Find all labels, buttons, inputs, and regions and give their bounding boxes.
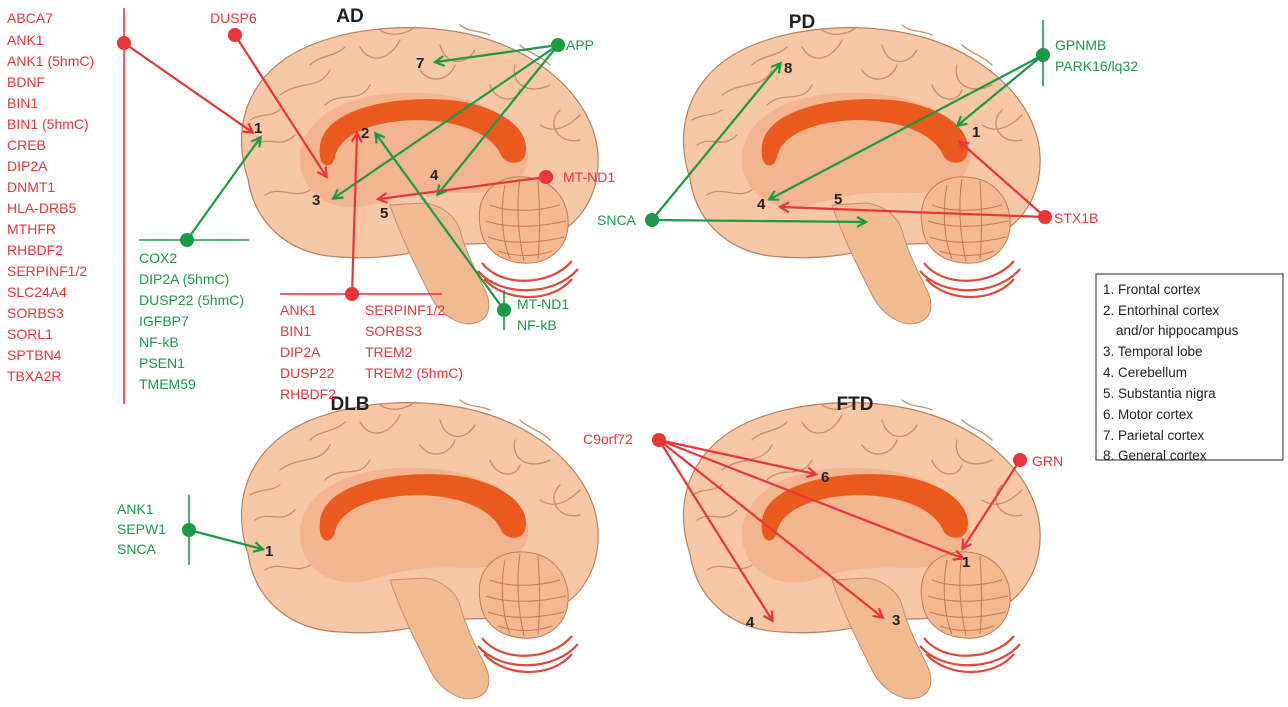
gene-label: GPNMB — [1055, 37, 1106, 53]
gene-label: DIP2A — [7, 158, 48, 174]
ad-arrow-greenlist-to-1 — [187, 138, 260, 240]
pd-title: PD — [789, 12, 815, 33]
pd-region-8: 8 — [784, 60, 792, 77]
gene-label: TBXA2R — [7, 368, 61, 384]
ad-green-gene-list: COX2 DIP2A (5hmC) DUSP22 (5hmC) IGFBP7 N… — [139, 250, 244, 392]
gene-label: ABCA7 — [7, 10, 53, 26]
legend-item: 8. General cortex — [1103, 448, 1207, 463]
pd-stx1b-label: STX1B — [1054, 210, 1098, 226]
gene-label: BIN1 — [280, 323, 311, 339]
gene-label: MTHFR — [7, 221, 56, 237]
gene-label: TREM2 — [365, 344, 413, 360]
pd-region-4: 4 — [757, 196, 766, 213]
gene-label: BDNF — [7, 74, 45, 90]
gene-label: IGFBP7 — [139, 313, 189, 329]
gene-label: PARK16/lq32 — [1055, 58, 1138, 74]
ftd-grn-label: GRN — [1032, 453, 1063, 469]
gene-label: SLC24A4 — [7, 284, 67, 300]
ad-bottom-red-list-1: ANK1 BIN1 DIP2A DUSP22 RHBDF2 — [280, 302, 336, 402]
ftd-region-3: 3 — [892, 612, 900, 629]
ftd-region-1: 1 — [962, 554, 970, 571]
gene-label: TMEM59 — [139, 376, 196, 392]
pd-brain-illustration — [683, 25, 1040, 324]
gene-label: DUSP22 (5hmC) — [139, 292, 244, 308]
ad-region-1: 1 — [254, 120, 262, 137]
gene-label: CREB — [7, 137, 46, 153]
gene-label: SERPINF1/2 — [365, 302, 445, 318]
ad-title: AD — [336, 6, 363, 27]
ad-region-3: 3 — [312, 192, 320, 209]
pd-region-5: 5 — [834, 191, 842, 208]
ad-arrow-redlist-to-1 — [124, 43, 252, 132]
gene-label: MT-ND1 — [517, 296, 569, 312]
legend-item: 1. Frontal cortex — [1103, 282, 1201, 297]
ad-red-gene-list: ABCA7 ANK1 ANK1 (5hmC) BDNF BIN1 BIN1 (5… — [7, 10, 94, 384]
gene-label: ANK1 — [117, 501, 154, 517]
legend-item: 6. Motor cortex — [1103, 407, 1193, 422]
gene-label: SORBS3 — [7, 305, 64, 321]
gene-label: ANK1 — [7, 32, 44, 48]
gene-label: RHBDF2 — [280, 386, 336, 402]
ftd-brain-illustration — [683, 400, 1040, 699]
ftd-title: FTD — [837, 394, 874, 415]
gene-label: SEPW1 — [117, 521, 166, 537]
gene-label: RHBDF2 — [7, 242, 63, 258]
ad-mtnd1-red-label: MT-ND1 — [563, 169, 615, 185]
legend-item: 4. Cerebellum — [1103, 365, 1187, 380]
legend-item: 5. Substantia nigra — [1103, 386, 1216, 401]
ftd-region-4: 4 — [746, 614, 755, 631]
ad-region-5: 5 — [380, 205, 388, 222]
pd-snca-label: SNCA — [597, 212, 637, 228]
dlb-region-1: 1 — [265, 543, 273, 560]
gene-label: HLA-DRB5 — [7, 200, 76, 216]
gene-label: SPTBN4 — [7, 347, 62, 363]
gene-label: DUSP22 — [280, 365, 335, 381]
dlb-title: DLB — [330, 394, 369, 415]
gene-label: ANK1 (5hmC) — [7, 53, 94, 69]
ad-app-label: APP — [566, 37, 594, 53]
gene-label: PSEN1 — [139, 355, 185, 371]
legend-item: 7. Parietal cortex — [1103, 428, 1205, 443]
gene-label: TREM2 (5hmC) — [365, 365, 463, 381]
gene-label: COX2 — [139, 250, 177, 266]
ftd-c9orf72-label: C9orf72 — [583, 431, 633, 447]
legend-item: 2. Entorhinal cortex — [1103, 303, 1220, 318]
gene-label: SNCA — [117, 541, 157, 557]
legend-item: and/or hippocampus — [1116, 323, 1239, 338]
ad-region-2: 2 — [361, 125, 369, 142]
gene-label: DNMT1 — [7, 179, 55, 195]
gene-label: BIN1 (5hmC) — [7, 116, 89, 132]
ad-region-4: 4 — [430, 167, 439, 184]
gene-label: DIP2A — [280, 344, 321, 360]
gene-label: SORL1 — [7, 326, 53, 342]
gene-label: SORBS3 — [365, 323, 422, 339]
gene-label: SERPINF1/2 — [7, 263, 87, 279]
gene-label: DIP2A (5hmC) — [139, 271, 229, 287]
gene-label: ANK1 — [280, 302, 317, 318]
legend-item: 3. Temporal lobe — [1103, 344, 1203, 359]
ftd-region-6: 6 — [821, 469, 829, 486]
gene-label: NF-kB — [517, 317, 557, 333]
gene-label: NF-kB — [139, 334, 179, 350]
pd-region-1: 1 — [972, 124, 980, 141]
dlb-brain-illustration — [241, 400, 598, 699]
ad-dusp6-label: DUSP6 — [210, 10, 257, 26]
gene-label: BIN1 — [7, 95, 38, 111]
ad-region-7: 7 — [416, 55, 424, 72]
